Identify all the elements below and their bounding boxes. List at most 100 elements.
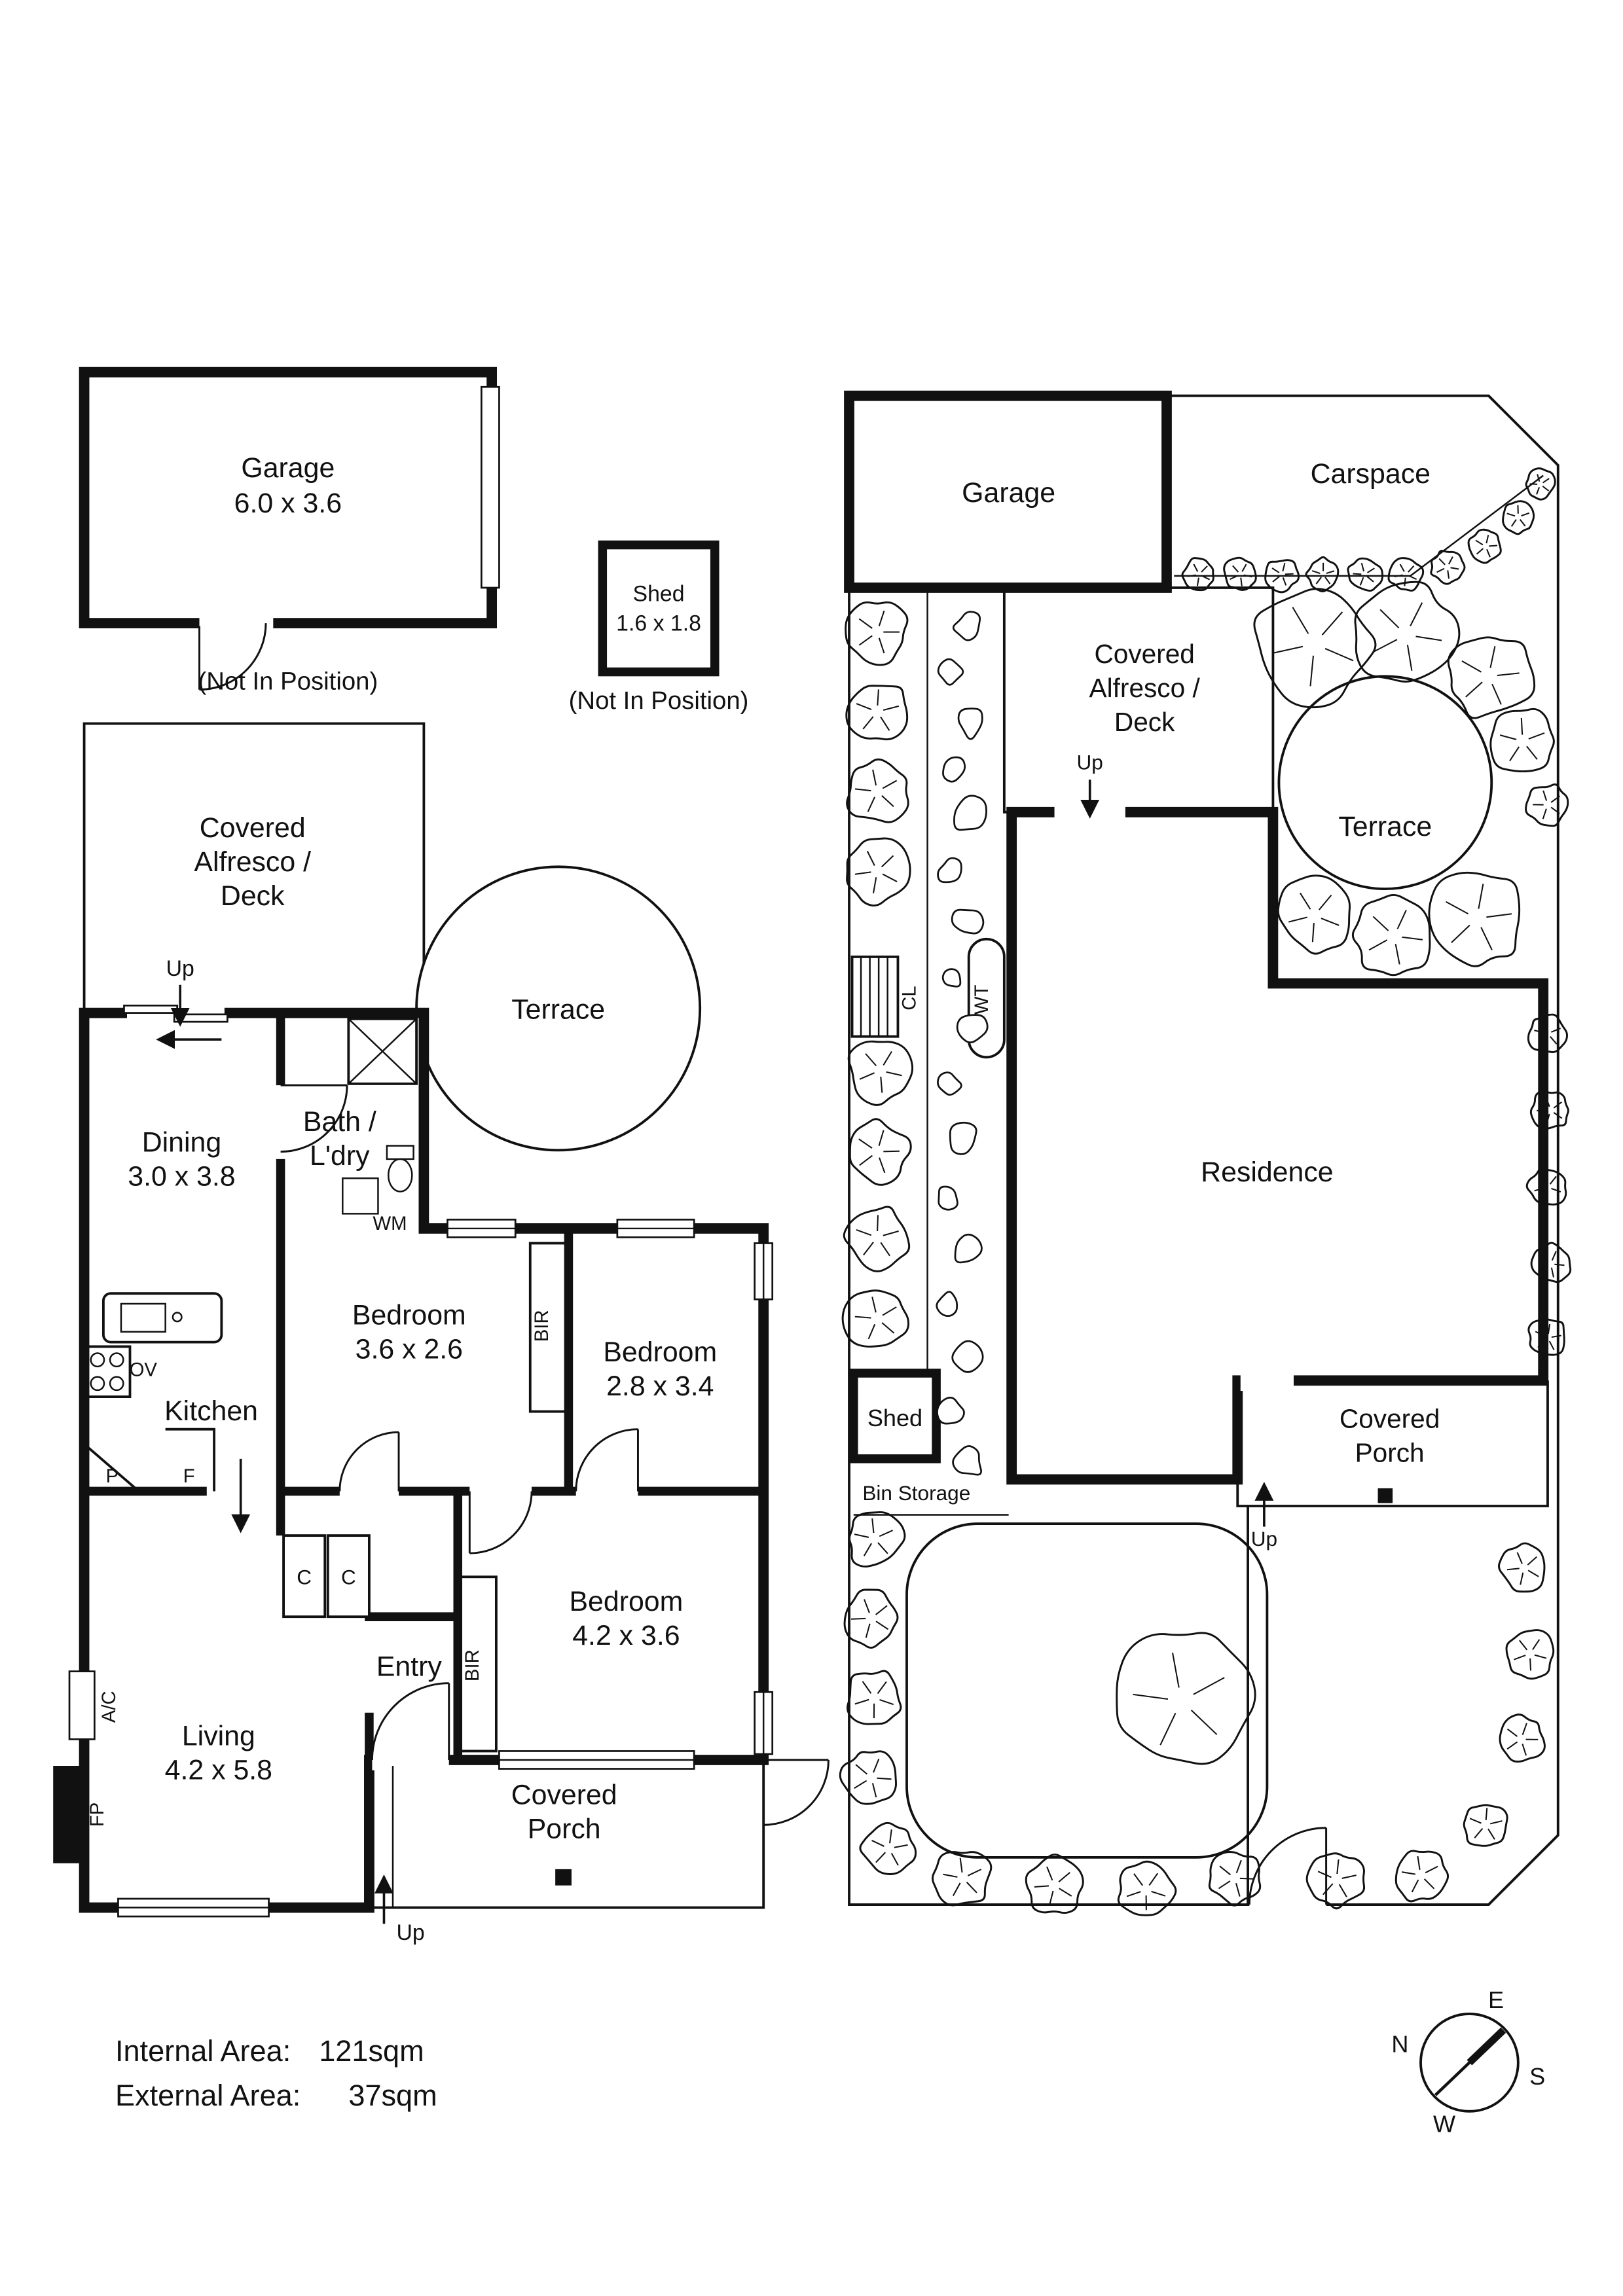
lawn-border: [905, 1522, 1269, 1859]
bedroom2-door-arc: [575, 1428, 638, 1492]
carspace-label: Carspace: [1311, 458, 1431, 490]
closet1-label: C: [297, 1566, 312, 1589]
residence-outline: [1006, 806, 1549, 1485]
tree-icon: [848, 1118, 912, 1186]
porch-outline: [369, 1759, 765, 1909]
tree-icon: [1395, 1850, 1450, 1903]
site-plan: Garage Carspace Covered Alfresco / Deck …: [844, 390, 1559, 1915]
stepping-stone: [954, 1233, 983, 1264]
tree-icon: [843, 1206, 911, 1272]
stepping-stone: [937, 1071, 962, 1096]
living-label: Living: [182, 1720, 255, 1751]
fp-label: FP: [86, 1803, 108, 1827]
internal-area-label: Internal Area:: [115, 2034, 291, 2068]
ov-label: OV: [130, 1359, 158, 1381]
stepping-stone: [952, 1445, 982, 1476]
bir2-robe: [458, 1575, 498, 1753]
shower-cross: [348, 1018, 417, 1085]
tree-icon: [1264, 559, 1300, 594]
washing-machine: [342, 1177, 379, 1215]
tree-icon: [841, 1289, 910, 1348]
external-area-value: 37sqm: [348, 2079, 437, 2112]
closet1: [282, 1534, 327, 1619]
bedroom3-dims: 4.2 x 3.6: [572, 1620, 680, 1651]
tree-icon: [1430, 550, 1466, 585]
toilet-bowl: [388, 1158, 413, 1193]
porch-outline: [1236, 1380, 1549, 1507]
garage-roller-door: [481, 386, 500, 589]
porch-post: [555, 1869, 572, 1886]
kitchen-label: Kitchen: [164, 1395, 258, 1427]
shed-label: Shed: [867, 1405, 922, 1431]
closet2-label: C: [341, 1566, 356, 1589]
terrace-circle: [1277, 675, 1493, 891]
clothesline: [850, 955, 900, 1038]
shed-label: Shed: [633, 581, 685, 606]
ac-unit: [68, 1670, 96, 1740]
shower: [347, 1017, 418, 1085]
stepping-stone: [942, 756, 966, 783]
bath-label-2: L'dry: [310, 1140, 370, 1172]
compass-circle: [1419, 2013, 1520, 2113]
fridge-nook: [165, 1427, 215, 1492]
tree-icon: [1502, 500, 1535, 535]
tree-icon: [1527, 1013, 1569, 1053]
ac-label: A/C: [98, 1691, 120, 1723]
stepping-stone: [953, 795, 987, 831]
tree-icon: [1489, 708, 1555, 773]
stepping-stone: [937, 658, 964, 686]
bir1-robe: [528, 1242, 569, 1413]
shed-outline: [849, 1369, 941, 1463]
up-deck-label: Up: [1077, 750, 1103, 774]
tree-icon: [846, 1670, 902, 1725]
tree-icon: [1525, 467, 1556, 501]
tree-icon: [1505, 1629, 1555, 1680]
stepping-stone: [949, 1121, 977, 1155]
stepping-stone: [951, 1340, 984, 1373]
garage-door-gap: [199, 613, 274, 634]
stepping-stone: [936, 1397, 965, 1425]
compass-e: E: [1488, 1986, 1504, 2013]
tree-icon: [846, 758, 909, 823]
bath-door-arc: [280, 1085, 348, 1153]
tree-icon: [847, 1040, 914, 1106]
wm-label: WM: [373, 1213, 407, 1234]
porch-label-2: Porch: [528, 1814, 601, 1845]
alfresco-label-3: Deck: [1114, 707, 1175, 737]
shed-dims: 1.6 x 1.8: [616, 611, 701, 636]
tree-icon: [1117, 1860, 1177, 1916]
tree-icon: [1499, 1713, 1546, 1763]
cooktop-burner: [90, 1352, 105, 1368]
tree-icon: [859, 1821, 917, 1875]
tree-icon: [1277, 874, 1351, 955]
stepping-stone: [951, 908, 985, 935]
alfresco-outline: [82, 722, 426, 1014]
tree-icon: [1347, 557, 1384, 592]
tree-icon: [932, 1851, 993, 1907]
shed-note: (Not In Position): [569, 687, 749, 715]
front-door-arc: [371, 1682, 449, 1760]
shed-outline: [598, 540, 720, 677]
bedroom3-door-arc: [469, 1491, 533, 1554]
closet2: [326, 1534, 371, 1619]
stepping-stone: [937, 857, 962, 884]
porch-label-2: Porch: [1355, 1437, 1425, 1467]
tree-icon: [1351, 893, 1431, 977]
tree-icon: [1530, 1242, 1572, 1283]
alfresco-label-3: Deck: [221, 880, 285, 912]
cooktop-burner: [90, 1376, 105, 1391]
tree-icon: [845, 601, 909, 666]
bin-storage-label: Bin Storage: [862, 1481, 970, 1505]
tree-icon: [1527, 1318, 1565, 1356]
garage-door-arc: [199, 623, 267, 691]
up-porch-label: Up: [1251, 1527, 1277, 1551]
cooktop-burner: [109, 1376, 124, 1391]
floor-plan: Garage 6.0 x 3.6 (Not In Position) Shed …: [53, 367, 830, 1945]
bedroom1-dims: 3.6 x 2.6: [356, 1333, 463, 1365]
porch-door-gap: [1240, 1371, 1294, 1391]
stepping-stone: [956, 1014, 989, 1044]
entry-label: Entry: [376, 1651, 443, 1682]
terrace-label: Terrace: [1338, 811, 1432, 842]
tree-icon: [1447, 636, 1536, 719]
dining-label: Dining: [142, 1127, 221, 1158]
